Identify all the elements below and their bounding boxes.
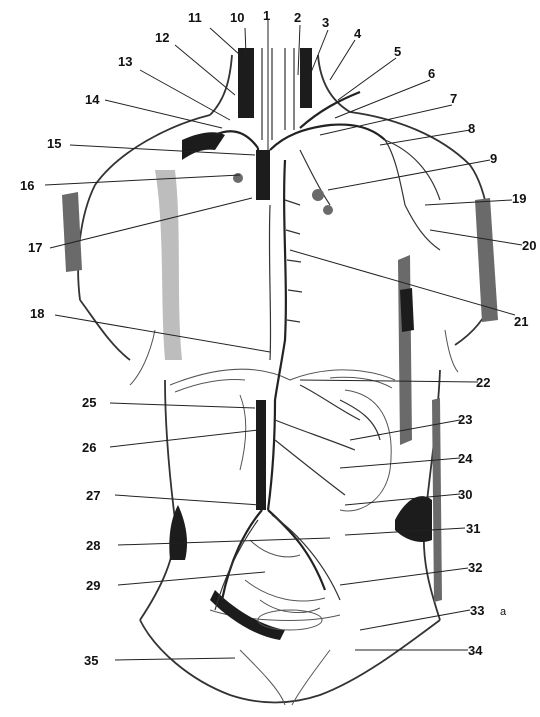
leader-11 bbox=[210, 28, 240, 55]
label-28: 28 bbox=[86, 538, 100, 553]
label-18: 18 bbox=[30, 306, 44, 321]
leader-12 bbox=[175, 45, 235, 95]
label-33: 33 bbox=[470, 603, 484, 618]
leader-5 bbox=[338, 58, 396, 100]
label-2: 2 bbox=[294, 10, 301, 25]
label-14: 14 bbox=[85, 92, 100, 107]
leader-15 bbox=[70, 145, 255, 155]
label-10: 10 bbox=[230, 10, 244, 25]
label-35: 35 bbox=[84, 653, 98, 668]
label-4: 4 bbox=[354, 26, 362, 41]
jugular-vein-right-shape bbox=[238, 48, 254, 118]
leader-35 bbox=[115, 658, 235, 660]
label-25: 25 bbox=[82, 395, 96, 410]
azygos-veins bbox=[233, 150, 333, 400]
label-12: 12 bbox=[155, 30, 169, 45]
leader-2 bbox=[298, 25, 300, 75]
leader-13 bbox=[140, 70, 230, 120]
leader-4 bbox=[330, 40, 355, 80]
label-16: 16 bbox=[20, 178, 34, 193]
label-7: 7 bbox=[450, 91, 457, 106]
label-6: 6 bbox=[428, 66, 435, 81]
leader-18 bbox=[55, 315, 270, 352]
label-5: 5 bbox=[394, 44, 401, 59]
torso-outline bbox=[78, 55, 493, 705]
leader-7 bbox=[320, 105, 452, 135]
leader-29 bbox=[118, 572, 265, 585]
label-23: 23 bbox=[458, 412, 472, 427]
leader-25 bbox=[110, 403, 255, 408]
label-8: 8 bbox=[468, 121, 475, 136]
label-3: 3 bbox=[322, 15, 329, 30]
label-17: 17 bbox=[28, 240, 42, 255]
label-9: 9 bbox=[490, 151, 497, 166]
label-30: 30 bbox=[458, 487, 472, 502]
label-13: 13 bbox=[118, 54, 132, 69]
label-15: 15 bbox=[47, 136, 61, 151]
label-32: 32 bbox=[468, 560, 482, 575]
leader-24 bbox=[340, 458, 460, 468]
leader-6 bbox=[335, 80, 430, 118]
leader-32 bbox=[340, 568, 468, 585]
label-22: 22 bbox=[476, 375, 490, 390]
label-24: 24 bbox=[458, 451, 473, 466]
leader-19 bbox=[425, 200, 512, 205]
leader-22 bbox=[300, 380, 478, 382]
leader-20 bbox=[430, 230, 522, 245]
label-26: 26 bbox=[82, 440, 96, 455]
leader-9 bbox=[328, 160, 490, 190]
label-21: 21 bbox=[514, 314, 528, 329]
leader-30 bbox=[345, 494, 460, 505]
leader-16 bbox=[45, 175, 240, 185]
inferior-vena-cava-shape bbox=[256, 400, 266, 510]
leader-27 bbox=[115, 495, 260, 505]
abdominal-veins bbox=[240, 385, 391, 511]
label-34: 34 bbox=[468, 643, 483, 658]
leader-14 bbox=[105, 100, 222, 128]
label-19: 19 bbox=[512, 191, 526, 206]
label-31: 31 bbox=[466, 521, 480, 536]
jugular-vein-left-shape bbox=[300, 48, 312, 108]
leader-8 bbox=[380, 130, 470, 145]
leader-33 bbox=[360, 610, 470, 630]
label-a: a bbox=[500, 606, 507, 618]
label-20: 20 bbox=[522, 238, 536, 253]
superior-vena-cava-shape bbox=[256, 150, 270, 200]
label-11: 11 bbox=[188, 10, 202, 25]
label-1: 1 bbox=[263, 8, 270, 23]
shading bbox=[62, 132, 498, 640]
leader-lines bbox=[45, 20, 522, 660]
leader-17 bbox=[50, 198, 252, 248]
label-29: 29 bbox=[86, 578, 100, 593]
label-27: 27 bbox=[86, 488, 100, 503]
leader-26 bbox=[110, 430, 258, 447]
